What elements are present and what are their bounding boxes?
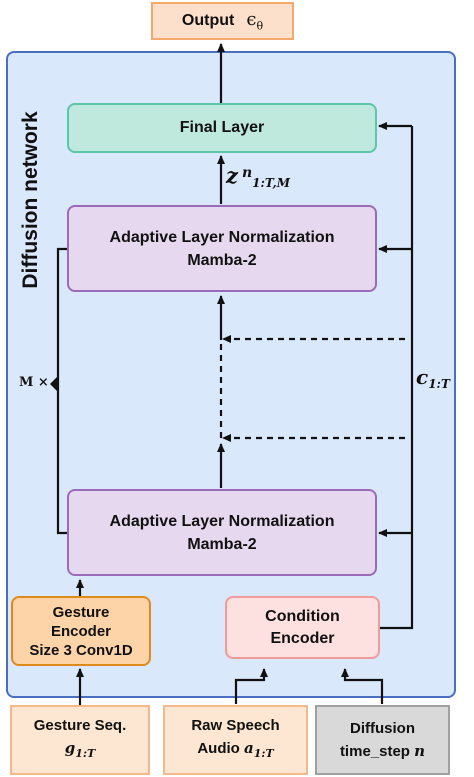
speech-input-line1: Raw Speech (191, 717, 280, 734)
gesture-input-box: Gesture Seq. g1:T (10, 705, 150, 775)
condition-encoder-line2: Encoder (270, 629, 335, 647)
condition-encoder-box: Condition Encoder (225, 596, 380, 659)
gesture-input-line1: Gesture Seq. (33, 717, 127, 734)
speech-input-line2: Audio a1:T (197, 739, 274, 760)
adaptive-block-top-line2: Mamba-2 (187, 251, 257, 269)
timestep-input-box: Diffusion time_step n (315, 705, 450, 775)
output-box: Output ϵθ (151, 2, 294, 40)
adaptive-block-top-line1: Adaptive Layer Normalization (109, 228, 335, 246)
timestep-input-line1: Diffusion (350, 719, 415, 737)
epsilon-symbol: ϵ (246, 9, 257, 31)
gesture-encoder-line2: Encoder (50, 622, 111, 640)
gesture-encoder-box: Gesture Encoder Size 3 Conv1D (11, 596, 151, 666)
gesture-input-var: g1:T (64, 739, 96, 760)
adaptive-block-bottom-line2: Mamba-2 (187, 535, 257, 553)
repeat-label: M × (19, 375, 49, 390)
adaptive-block-bottom: Adaptive Layer Normalization Mamba-2 (67, 489, 377, 576)
final-layer-label: Final Layer (179, 119, 265, 136)
arrow-speech-input (234, 668, 268, 704)
arrow-timestep-input (341, 668, 384, 704)
condition-encoder-line1: Condition (265, 607, 340, 625)
gesture-encoder-line1: Gesture (52, 603, 110, 621)
speech-input-box: Raw Speech Audio a1:T (163, 705, 308, 775)
condition-label: c1:T (416, 365, 450, 392)
adaptive-block-top: Adaptive Layer Normalization Mamba-2 (67, 205, 377, 292)
output-label: Output (181, 12, 235, 29)
timestep-input-line2: time_step n (339, 741, 426, 760)
epsilon-subscript: θ (256, 19, 264, 33)
condition-line (380, 126, 414, 630)
adaptive-block-bottom-line1: Adaptive Layer Normalization (109, 512, 335, 530)
gesture-encoder-line3: Size 3 Conv1D (29, 641, 133, 659)
final-layer-box: Final Layer (67, 103, 377, 153)
repeat-bracket (56, 247, 67, 535)
